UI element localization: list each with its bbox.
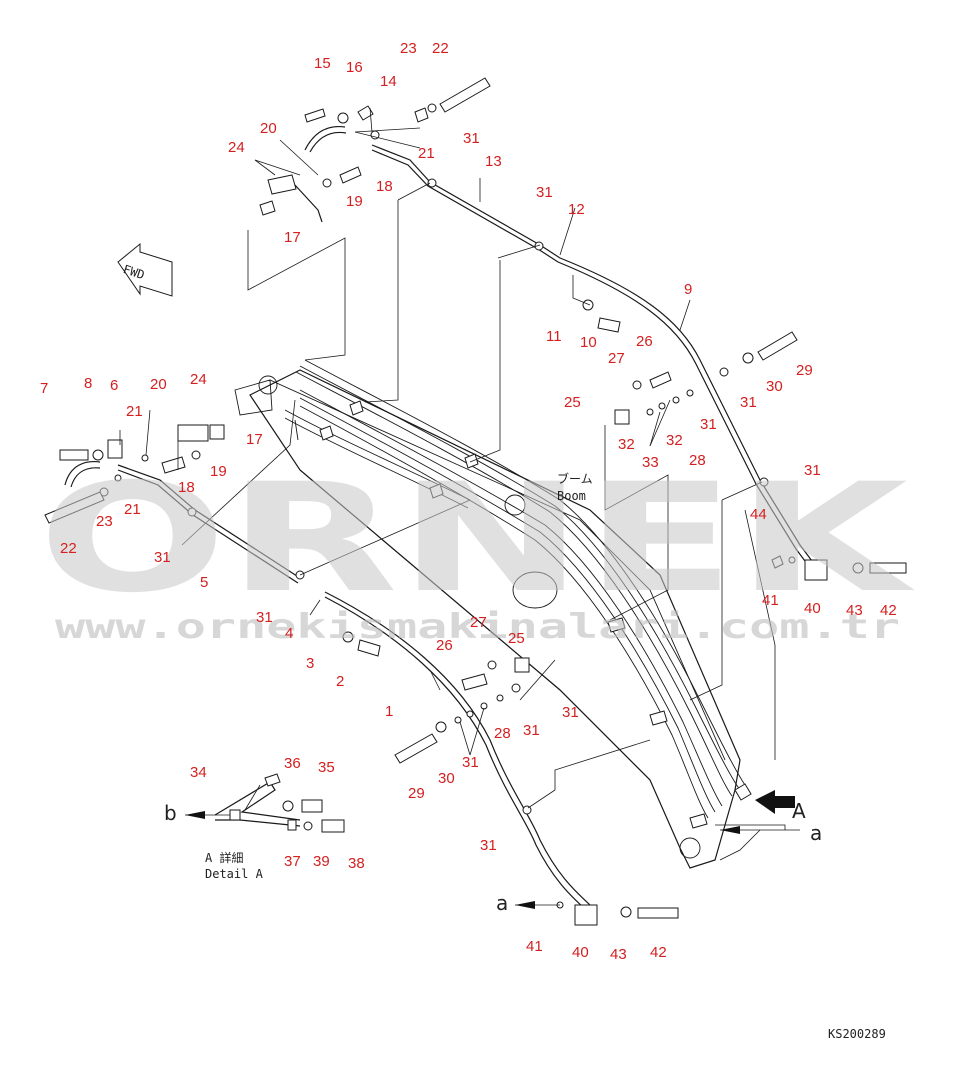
reference-code: KS200289 xyxy=(828,1027,886,1041)
callout: 43 xyxy=(610,946,627,963)
callout: 31 xyxy=(463,130,480,147)
callout: 28 xyxy=(494,725,511,742)
callout: 32 xyxy=(666,432,683,449)
callout: 38 xyxy=(348,855,365,872)
callout: 30 xyxy=(766,378,783,395)
callout: 21 xyxy=(126,403,143,420)
callout: 31 xyxy=(804,462,821,479)
callout: 22 xyxy=(60,540,77,557)
callout: 21 xyxy=(124,501,141,518)
callout: 1 xyxy=(385,703,393,720)
callout: 36 xyxy=(284,755,301,772)
view-label-a: A xyxy=(792,799,806,823)
callout: 31 xyxy=(740,394,757,411)
callout: 30 xyxy=(438,770,455,787)
callout: 11 xyxy=(546,328,562,345)
callout: 31 xyxy=(480,837,497,854)
connector-label-a1: a xyxy=(810,821,822,845)
hose-bundle xyxy=(284,359,752,829)
callout: 17 xyxy=(246,431,263,448)
tubes xyxy=(117,144,828,926)
callout: 19 xyxy=(346,193,363,210)
callout: 10 xyxy=(580,334,597,351)
connector-label-b: b xyxy=(164,801,177,825)
watermark-text: ORNEK xyxy=(38,452,915,626)
callout: 20 xyxy=(150,376,167,393)
arrows xyxy=(117,242,800,909)
callout: 41 xyxy=(762,592,779,609)
callout: 41 xyxy=(526,938,543,955)
callout: 26 xyxy=(636,333,653,350)
callout: 18 xyxy=(178,479,195,496)
callout: 26 xyxy=(436,637,453,654)
callout: 17 xyxy=(284,229,301,246)
fwd-arrow-icon xyxy=(117,242,173,297)
callout: 43 xyxy=(846,602,863,619)
connector-label-a2: a xyxy=(496,891,508,915)
view-arrow-a-icon xyxy=(755,790,795,814)
callout: 35 xyxy=(318,759,335,776)
boom-label-en: Boom xyxy=(557,489,586,503)
labels: FWD ブーム Boom A 詳細 Detail A KS200289 A a … xyxy=(121,262,885,1041)
callout: 42 xyxy=(650,944,667,961)
callout: 31 xyxy=(536,184,553,201)
callout: 19 xyxy=(210,463,227,480)
callout: 24 xyxy=(228,139,245,156)
fwd-label: FWD xyxy=(121,262,146,282)
callout: 28 xyxy=(689,452,706,469)
callout: 4 xyxy=(285,625,293,642)
callout: 40 xyxy=(572,944,589,961)
callouts: 15 16 14 23 22 20 21 24 18 19 17 31 13 3… xyxy=(40,40,897,963)
watermark-url: www.ornekismakinalari.com.tr xyxy=(55,607,900,647)
callout: 9 xyxy=(684,281,692,298)
detail-a xyxy=(214,773,345,833)
callout: 40 xyxy=(804,600,821,617)
callout: 6 xyxy=(110,377,118,394)
callout: 14 xyxy=(380,73,397,90)
callout: 25 xyxy=(564,394,581,411)
callout: 27 xyxy=(470,614,487,631)
small-parts xyxy=(44,77,907,919)
detail-label-jp: A 詳細 xyxy=(205,850,243,865)
callout: 22 xyxy=(432,40,449,57)
callout: 31 xyxy=(700,416,717,433)
callout: 21 xyxy=(418,145,435,162)
callout: 3 xyxy=(306,655,314,672)
callout: 5 xyxy=(200,574,208,591)
callout: 32 xyxy=(618,436,635,453)
callout: 34 xyxy=(190,764,207,781)
callout: 23 xyxy=(400,40,417,57)
callout: 31 xyxy=(256,609,273,626)
callout: 31 xyxy=(562,704,579,721)
callout: 44 xyxy=(750,506,767,523)
watermark: ORNEK www.ornekismakinalari.com.tr xyxy=(38,452,915,647)
callout: 16 xyxy=(346,59,363,76)
callout: 27 xyxy=(608,350,625,367)
callout: 12 xyxy=(568,201,585,218)
callout: 37 xyxy=(284,853,301,870)
boom-label-jp: ブーム xyxy=(557,471,593,486)
boom-body xyxy=(234,369,741,869)
callout: 25 xyxy=(508,630,525,647)
leader-lines xyxy=(119,107,786,861)
detail-label-en: Detail A xyxy=(205,867,264,881)
callout: 2 xyxy=(336,673,344,690)
callout: 31 xyxy=(523,722,540,739)
callout: 23 xyxy=(96,513,113,530)
callout: 33 xyxy=(642,454,659,471)
callout: 8 xyxy=(84,375,92,392)
callout: 31 xyxy=(462,754,479,771)
callout: 24 xyxy=(190,371,207,388)
callout: 20 xyxy=(260,120,277,137)
callout: 29 xyxy=(408,785,425,802)
callout: 39 xyxy=(313,853,330,870)
callout: 29 xyxy=(796,362,813,379)
callout: 31 xyxy=(154,549,171,566)
callout: 7 xyxy=(40,380,48,397)
callout: 13 xyxy=(485,153,502,170)
callout: 18 xyxy=(376,178,393,195)
callout: 42 xyxy=(880,602,897,619)
callout: 15 xyxy=(314,55,331,72)
